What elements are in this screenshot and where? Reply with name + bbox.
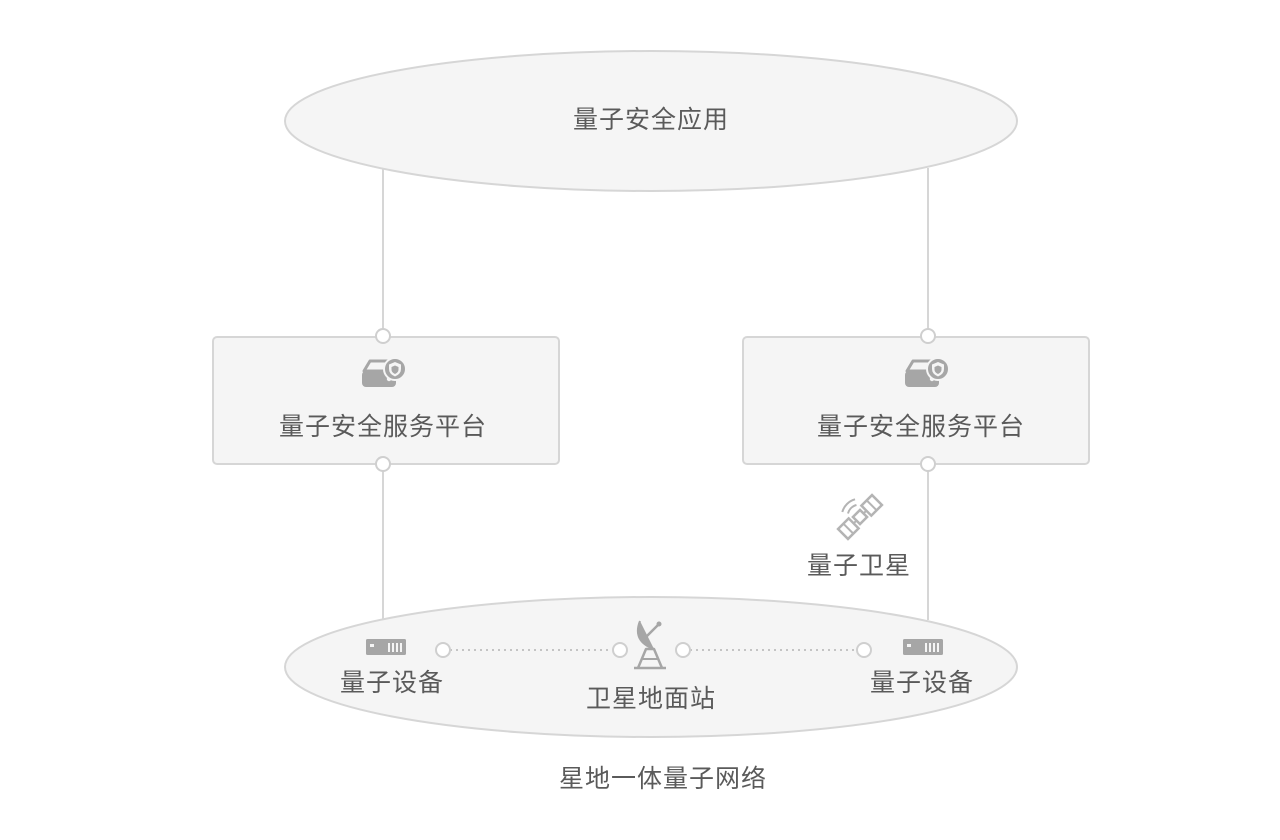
network-caption: 星地一体量子网络 <box>558 764 767 793</box>
link-node-3 <box>675 642 691 658</box>
app-ellipse <box>284 50 1018 192</box>
platform-box-right <box>742 336 1090 465</box>
link-node-1 <box>435 642 451 658</box>
server-rack-icon <box>903 639 943 655</box>
satellite-dish-icon <box>634 620 666 670</box>
secure-storage-icon <box>362 357 407 387</box>
platform-box-left <box>212 336 560 465</box>
platform-left-label: 量子安全服务平台 <box>278 412 487 441</box>
app-label: 量子安全应用 <box>572 105 729 134</box>
satellite-label: 量子卫星 <box>806 551 911 580</box>
link-node-2 <box>612 642 628 658</box>
platform-right-label: 量子安全服务平台 <box>816 412 1025 441</box>
device-left-label: 量子设备 <box>339 668 444 697</box>
satellite-icon <box>836 493 884 541</box>
secure-storage-icon <box>905 357 950 387</box>
server-rack-icon <box>366 639 406 655</box>
device-right-label: 量子设备 <box>869 668 974 697</box>
port-left-top <box>375 328 391 344</box>
port-left-bottom <box>375 456 391 472</box>
ground-station-label: 卫星地面站 <box>585 684 716 713</box>
port-right-bottom <box>920 456 936 472</box>
link-node-4 <box>856 642 872 658</box>
port-right-top <box>920 328 936 344</box>
